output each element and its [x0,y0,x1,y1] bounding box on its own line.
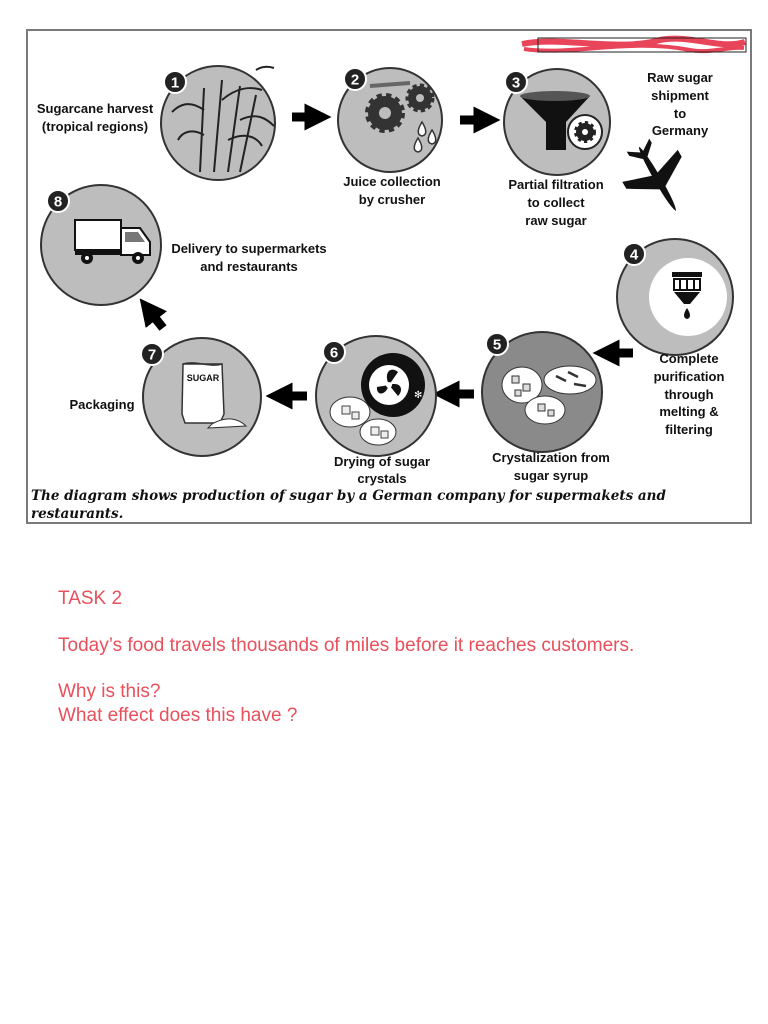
step-1-label-line-2: (tropical regions) [42,119,148,134]
juice-drops-icon [413,120,437,153]
sugar-bag-icon: SUGAR [181,362,248,429]
redaction-scribble [521,35,747,54]
step-3-number: 3 [512,75,520,92]
step-8-label-line-2: and restaurants [200,259,298,274]
caption-line-2: restaurants. [31,506,123,522]
sugar-production-diagram: 1 Sugarcane harvest (tropical regions) 2… [26,29,752,524]
step-8-number: 8 [54,194,62,211]
step-4-label-line-4: melting & [659,404,718,419]
step-1-label-line-1: Sugarcane harvest [37,101,154,116]
step-5-label-line-2: sugar syrup [514,468,588,483]
step-8: 8 Delivery to supermarkets and restauran… [40,184,327,306]
step-7-label-line-1: Packaging [69,397,134,412]
step-6-label-line-1: Drying of sugar [334,454,430,469]
shipment-line-4: Germany [652,123,709,138]
shipment: Raw sugar shipment to Germany [622,70,713,211]
step-5-label-line-1: Crystalization from [492,450,610,465]
step-2: 2 Juice collection by crusher [337,67,443,207]
step-7-number: 7 [148,347,156,364]
task-heading: TASK 2 [58,588,123,609]
sugarcane-icon [171,65,275,173]
step-5-number: 5 [493,337,501,354]
caption-line-1: The diagram shows production of sugar by… [31,488,666,504]
step-2-label-line-2: by crusher [359,192,425,207]
airplane-icon [622,138,682,211]
svg-text:✻: ✻ [414,390,422,401]
step-6: ✻ 6 Drying of sugar crystals [315,335,437,486]
sugar-bag-text: SUGAR [187,373,220,383]
arrow-7-8 [139,298,167,331]
step-2-number: 2 [351,72,359,89]
shipment-line-3: to [674,106,686,121]
sugar-crystals-icon [501,365,597,425]
shipment-line-2: shipment [651,88,709,103]
task-question-2: What effect does this have ? [58,705,298,726]
step-4-label-line-3: through [664,387,713,402]
step-2-label-line-1: Juice collection [343,174,441,189]
step-4-label-line-5: filtering [665,422,713,437]
step-1: 1 Sugarcane harvest (tropical regions) [37,65,276,181]
task-statement: Today’s food travels thousands of miles … [58,635,635,656]
step-3: 3 Partial filtration to collect raw suga… [503,68,611,228]
step-4-number: 4 [630,247,639,264]
drying-fan-icon: ✻ [361,353,425,417]
step-8-label-line-1: Delivery to supermarkets [171,241,326,256]
crusher-gears-icon [365,81,435,133]
task-question-1: Why is this? [58,681,161,702]
step-7: SUGAR 7 Packaging [69,337,262,457]
step-3-label-line-1: Partial filtration [508,177,603,192]
step-6-number: 6 [330,345,338,362]
delivery-truck-icon [74,219,151,264]
purification-filter-icon [672,272,702,319]
funnel-filter-icon [520,91,603,150]
step-1-number: 1 [171,75,179,92]
step-4: 4 Complete purification through melting … [616,238,734,437]
step-3-label-line-2: to collect [527,195,585,210]
step-3-label-line-3: raw sugar [525,213,586,228]
dried-crystals-icon [329,396,397,446]
step-4-label-line-1: Complete [659,351,718,366]
step-6-label-line-2: crystals [357,471,406,486]
shipment-line-1: Raw sugar [647,70,713,85]
step-4-label-line-2: purification [654,369,725,384]
step-5: 5 Crystalization from sugar syrup [481,331,610,483]
